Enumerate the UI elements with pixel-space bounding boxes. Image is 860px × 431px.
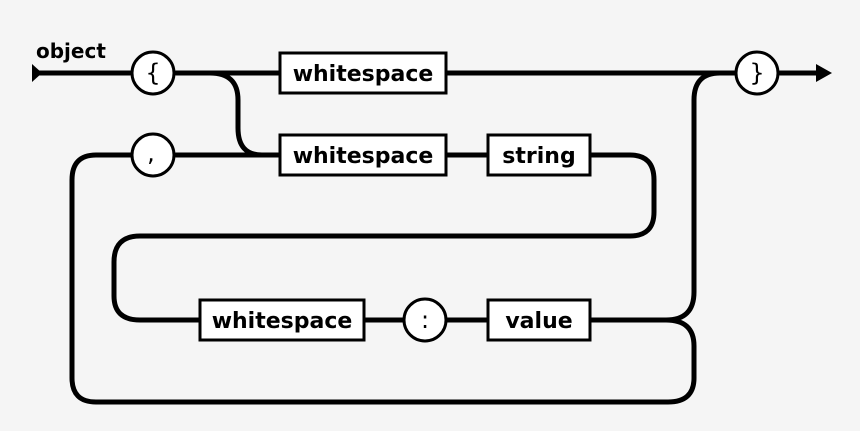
tracks [35, 70, 821, 405]
whitespace-top-label: whitespace [293, 62, 434, 87]
terminal-close-brace: } [734, 50, 780, 96]
comma-label: , [147, 139, 155, 167]
start-marker-icon [32, 64, 42, 82]
value-label: value [505, 309, 572, 334]
terminal-colon: : [402, 297, 448, 343]
box-string: string [486, 133, 592, 177]
exit-arrow-icon [816, 64, 832, 82]
box-whitespace-key: whitespace [278, 133, 448, 177]
track-string-to-valuews [111, 152, 657, 323]
whitespace-value-label: whitespace [212, 309, 353, 334]
diagram-title: object [36, 39, 106, 63]
terminal-comma: , [130, 132, 176, 178]
terminal-open-brace: { [130, 50, 176, 96]
box-whitespace-value: whitespace [198, 298, 366, 342]
box-whitespace-top: whitespace [278, 51, 448, 95]
whitespace-key-label: whitespace [293, 144, 434, 169]
string-label: string [502, 144, 575, 169]
track-loop-back [69, 152, 697, 405]
colon-label: : [421, 306, 429, 334]
box-value: value [486, 298, 592, 342]
close-brace-label: } [749, 59, 764, 87]
open-brace-label: { [145, 59, 160, 87]
track-branch-to-key [207, 70, 283, 158]
